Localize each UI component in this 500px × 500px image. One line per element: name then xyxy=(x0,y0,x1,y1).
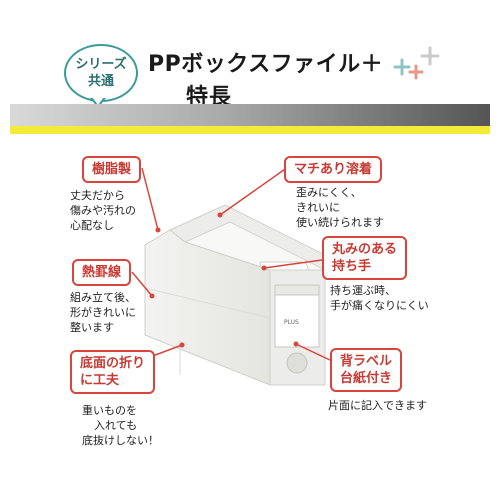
desc-line: 整います xyxy=(70,321,114,334)
feature-label-gusset-weld: マチあり溶着 xyxy=(284,156,383,183)
label-line: 持ち手 xyxy=(332,259,372,274)
desc-line: 手が痛くなりにくい xyxy=(330,299,429,312)
desc-line: 形がきれいに xyxy=(70,306,136,319)
desc-line: 持ち運ぶ時、 xyxy=(330,284,396,297)
desc-line: 丈夫だから xyxy=(70,189,125,202)
feature-label-heat-crease: 熱罫線 xyxy=(72,259,132,286)
desc-line: 入れても xyxy=(94,419,138,432)
pp-box-file-image xyxy=(144,204,326,386)
label-line: に工夫 xyxy=(80,373,120,388)
desc-line: 傷みや汚れの xyxy=(70,204,136,217)
desc-line: 重いものを xyxy=(82,404,137,417)
feature-desc-bottom-fold: 重いものを 入れても 底抜けしない！ xyxy=(82,403,159,448)
feature-desc-heat-crease: 組み立て後、 形がきれいに 整います xyxy=(70,290,136,335)
label-line: 底面の折り xyxy=(80,356,146,371)
feature-desc-gusset-weld: 歪みにくく、 きれいに 使い続けられます xyxy=(296,185,384,230)
badge-line2: 共通 xyxy=(87,74,114,89)
label-line: 背ラベル xyxy=(340,354,393,369)
feature-label-bottom-fold: 底面の折り に工夫 xyxy=(70,350,156,394)
feature-desc-spine-label: 片面に記入できます xyxy=(328,399,427,412)
desc-line: きれいに xyxy=(296,201,340,214)
desc-line: 底抜けしない！ xyxy=(82,434,159,447)
desc-line: 使い続けられます xyxy=(296,216,384,229)
desc-line: 心配なし xyxy=(70,219,114,232)
label-line: 台紙付き xyxy=(340,371,393,386)
desc-line: 組み立て後、 xyxy=(70,291,136,304)
label-line: 丸みのある xyxy=(332,242,398,257)
header-yellow-band xyxy=(10,126,490,134)
badge-tail-inner xyxy=(92,97,104,105)
series-badge: シリーズ 共通 xyxy=(64,44,138,102)
brand-logo: PLUS xyxy=(284,319,299,326)
page-title: PPボックスファイル＋ xyxy=(148,52,384,77)
feature-desc-resin: 丈夫だから 傷みや汚れの 心配なし xyxy=(70,188,136,233)
feature-label-rounded-handle: 丸みのある 持ち手 xyxy=(322,236,408,280)
desc-line: 歪みにくく、 xyxy=(296,186,362,199)
feature-label-resin: 樹脂製 xyxy=(82,156,142,183)
plus-decoration-icon xyxy=(393,46,440,80)
feature-label-spine-label: 背ラベル 台紙付き xyxy=(330,348,403,392)
header-gray-band xyxy=(10,104,490,126)
feature-desc-rounded-handle: 持ち運ぶ時、 手が痛くなりにくい xyxy=(330,283,429,313)
badge-line1: シリーズ xyxy=(75,57,127,72)
